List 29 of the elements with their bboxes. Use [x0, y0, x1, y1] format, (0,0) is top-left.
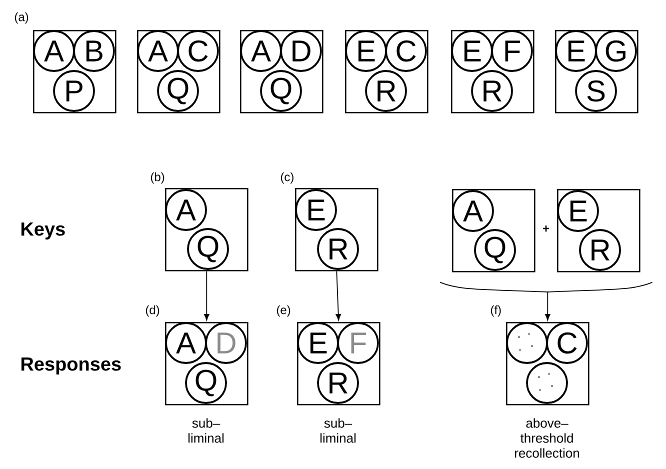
node-label: sub– liminal: [320, 418, 356, 443]
frame-box: [240, 30, 324, 114]
letter-circle: [526, 362, 568, 404]
panel-label: (d): [146, 305, 160, 317]
row-label: Responses: [21, 358, 121, 374]
row-label: Keys: [21, 222, 65, 240]
frame-box: [165, 322, 248, 406]
frame-box: [555, 30, 638, 114]
frame-box: [295, 188, 378, 272]
frame-box: [557, 189, 640, 272]
panel-label: (a): [14, 12, 28, 24]
frame-box: [297, 322, 380, 406]
frame-box: [452, 189, 536, 272]
plus-sign: +: [543, 225, 550, 232]
panel-label: (c): [280, 172, 294, 184]
frame-box: [451, 30, 534, 114]
node-label: sub– liminal: [188, 418, 224, 443]
frame-box: [165, 188, 248, 272]
frame-box: [506, 322, 590, 406]
panel-label: (b): [150, 172, 164, 184]
letter-circle: [506, 322, 548, 364]
frame-box: [33, 30, 116, 114]
arrow: [204, 270, 210, 321]
panel-label: (f): [490, 305, 501, 317]
arrow: [336, 270, 342, 321]
node-label: above– threshold recollection: [515, 418, 580, 458]
frame-box: [345, 30, 428, 114]
frame-box: [137, 30, 220, 114]
panel-label: (e): [276, 305, 290, 317]
